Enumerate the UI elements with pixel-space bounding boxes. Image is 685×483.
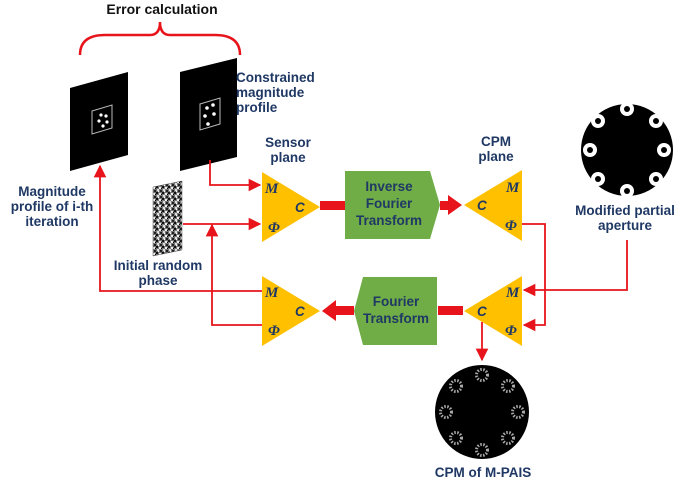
ft-block: Fourier Transform (354, 277, 437, 345)
svg-text:Transform: Transform (356, 213, 422, 228)
sensor-m: M (264, 181, 279, 197)
thick-arrows (320, 195, 463, 321)
cpm-mpais-disk (435, 365, 529, 459)
cpm-plane-label: CPM plane (478, 134, 514, 164)
svg-text:Fourier: Fourier (366, 196, 413, 211)
inverse-ft-block: Inverse Fourier Transform (345, 171, 440, 239)
svg-text:Transform: Transform (363, 311, 429, 326)
lower-sensor-m: M (264, 285, 279, 301)
svg-text:Inverse: Inverse (365, 179, 413, 194)
modified-aperture-disk (581, 102, 673, 198)
lower-sensor-c: C (295, 304, 305, 319)
magnitude-profile-label: Magnitude profile of i-th iteration (10, 184, 94, 229)
flow-lines (93, 160, 628, 362)
lower-sensor-phi: Φ (268, 323, 280, 339)
cpm-mpais-label: CPM of M-PAIS (434, 465, 532, 480)
lower-cpm-m: M (505, 285, 520, 301)
modified-aperture-label: Modified partial aperture (575, 203, 675, 233)
error-brace (78, 21, 242, 56)
svg-text:Fourier: Fourier (373, 294, 420, 309)
cpm-c: C (477, 198, 487, 213)
sensor-c: C (295, 200, 305, 215)
constrained-profile-panel (180, 58, 237, 171)
lower-sensor-triangle: M Φ C (262, 276, 320, 346)
error-calc-label: Error calculation (106, 1, 218, 17)
sensor-plane-triangle: M Φ C (262, 172, 320, 242)
random-phase-panel (152, 180, 183, 257)
cpm-phi: Φ (505, 218, 517, 234)
constrained-label: Constrained magnitude profile (236, 70, 315, 115)
cpm-m: M (505, 180, 520, 196)
lower-cpm-phi: Φ (505, 323, 517, 339)
lower-cpm-c: C (477, 304, 487, 319)
sensor-plane-label: Sensor plane (265, 135, 311, 165)
lower-cpm-triangle: M Φ C (464, 276, 522, 346)
initial-phase-label: Initial random phase (113, 258, 203, 288)
sensor-phi: Φ (268, 220, 280, 236)
cpm-plane-triangle: M Φ C (464, 170, 522, 241)
magnitude-profile-panel (70, 72, 128, 171)
